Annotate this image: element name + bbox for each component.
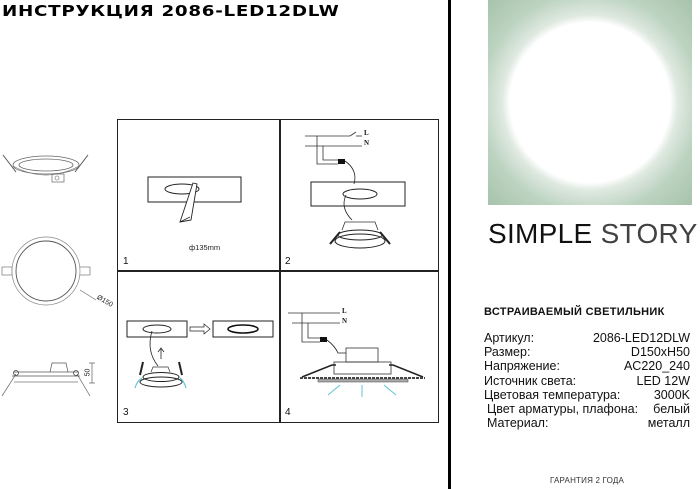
spec-row-color: Цвет арматуры, плафона: белый — [484, 402, 690, 416]
spec-row-material: Материал: металл — [484, 416, 690, 430]
grid-divider-horizontal — [118, 270, 438, 272]
spec-row-color-temperature: Цветовая температура: 3000K — [484, 388, 690, 402]
cutout-diameter-label: ф135mm — [189, 243, 221, 252]
wiring-connection-drawing — [305, 131, 406, 249]
wire-label-n: N — [364, 139, 370, 147]
spec-value: D150xH50 — [630, 345, 690, 360]
spec-label: Цветовая температура: — [484, 387, 621, 402]
product-hero-image — [488, 0, 692, 205]
installed-fixture-drawing — [288, 312, 425, 397]
spec-label: Размер: — [484, 345, 531, 360]
spec-row-size: Размер: D150xH50 — [484, 345, 690, 359]
ceiling-cutout-drawing — [147, 176, 242, 223]
wire-label-l: L — [342, 307, 347, 315]
spec-label: Материал: — [487, 416, 549, 431]
step-4-number: 4 — [285, 407, 291, 418]
spec-row-voltage: Напряжение: AC220_240 — [484, 359, 690, 373]
side-view-drawing — [1, 362, 95, 397]
spec-label: Источник света: — [484, 373, 577, 388]
brand-logo: SIMPLE STORY — [488, 218, 698, 250]
spring-clip-insertion-drawing — [126, 320, 274, 389]
step-3-panel: 3 — [118, 271, 279, 423]
step-1-panel: 1 ф135mm — [118, 120, 279, 270]
spec-label: Цвет арматуры, плафона: — [487, 402, 639, 417]
step-2-panel: L N 2 — [280, 120, 440, 270]
spec-label: Напряжение: — [484, 359, 560, 374]
spec-row-article: Артикул: 2086-LED12DLW — [484, 331, 690, 345]
brand-name-part2: STORY — [600, 218, 698, 249]
step-3-number: 3 — [123, 407, 129, 418]
spec-value: AC220_240 — [623, 359, 690, 374]
spec-value: металл — [647, 416, 690, 431]
spec-value: 3000K — [653, 387, 690, 402]
step-2-number: 2 — [285, 256, 291, 267]
installation-steps-grid: 1 ф135mm L N 2 — [117, 119, 439, 423]
height-dimension-label: 50 — [84, 368, 92, 377]
specifications-list: Артикул: 2086-LED12DLW Размер: D150xH50 На… — [484, 331, 690, 430]
spec-value: 2086-LED12DLW — [592, 331, 690, 345]
vertical-divider — [448, 0, 451, 489]
top-view-drawing — [1, 236, 97, 306]
step-1-number: 1 — [123, 256, 129, 267]
spec-value: LED 12W — [636, 373, 691, 388]
perspective-view-drawing — [2, 154, 89, 183]
warranty-label: ГАРАНТИЯ 2 ГОДА — [550, 476, 625, 485]
product-type-heading: ВСТРАИВАЕМЫЙ СВЕТИЛЬНИК — [484, 306, 665, 318]
spec-value: белый — [653, 402, 690, 417]
wire-label-n: N — [342, 317, 348, 325]
page-title: ИНСТРУКЦИЯ 2086-LED12DLW — [2, 2, 340, 20]
spec-label: Артикул: — [484, 331, 535, 345]
step-4-panel: L N 4 — [280, 271, 440, 423]
spec-row-light-source: Источник света: LED 12W — [484, 374, 690, 388]
wire-label-l: L — [364, 129, 369, 137]
brand-name-part1: SIMPLE — [488, 218, 593, 249]
